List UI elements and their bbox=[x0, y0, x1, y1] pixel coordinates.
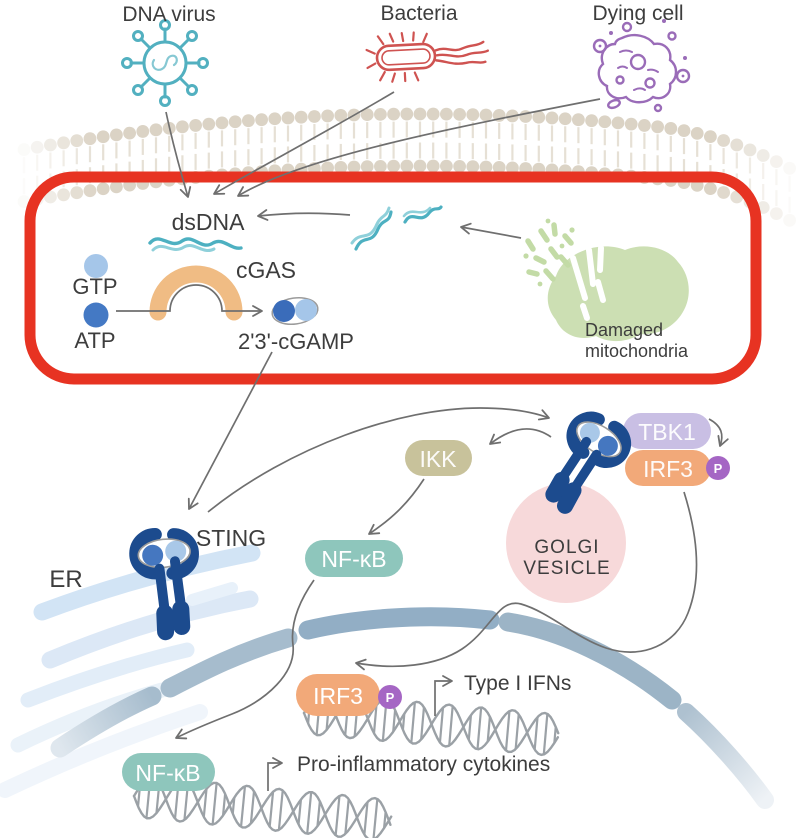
ikk-label: IKK bbox=[419, 446, 457, 472]
gtp-label: GTP bbox=[72, 274, 117, 299]
nfkb-box-cytoplasm bbox=[305, 540, 403, 577]
cgas-enzyme-arch bbox=[149, 265, 243, 321]
damaged-mitochondria-label-line2: mitochondria bbox=[585, 341, 689, 361]
type-i-ifns-label: Type I IFNs bbox=[464, 672, 571, 695]
dna-virus-label: DNA virus bbox=[122, 3, 215, 26]
nfkb-label-nucleus: NF-κB bbox=[135, 760, 200, 786]
irf3-box-nucleus bbox=[296, 674, 380, 716]
er-label: ER bbox=[49, 566, 82, 593]
phospho-badge-nucleus bbox=[378, 685, 402, 709]
dsdna-label: dsDNA bbox=[172, 209, 246, 235]
transcription-arrow-ifn bbox=[434, 675, 453, 716]
pro-inflammatory-label: Pro-inflammatory cytokines bbox=[297, 753, 550, 776]
bacteria-label: Bacteria bbox=[380, 2, 457, 25]
atp-label: ATP bbox=[74, 328, 115, 353]
phospho-label-nucleus: P bbox=[386, 690, 395, 705]
tbk1-label: TBK1 bbox=[638, 419, 696, 445]
arrow-bacteria-to-dsdna bbox=[213, 91, 395, 195]
golgi-vesicle-label-line2: VESICLE bbox=[523, 558, 610, 579]
irf3-label-golgi: IRF3 bbox=[643, 456, 693, 482]
damaged-mitochondria-label-line1: Damaged bbox=[585, 320, 663, 340]
tbk1-box bbox=[623, 413, 711, 449]
phospho-label-golgi: P bbox=[714, 461, 723, 476]
golgi-vesicle bbox=[506, 483, 626, 603]
bacteria-icon bbox=[365, 31, 489, 83]
cgas-label: cGAS bbox=[236, 257, 296, 283]
cgamp-label: 2'3'-cGAMP bbox=[238, 329, 354, 354]
nfkb-label-cytoplasm: NF-κB bbox=[321, 546, 386, 572]
nfkb-box-nucleus bbox=[122, 753, 215, 791]
er-membranes bbox=[0, 544, 261, 798]
arrow-cgamp-to-sting bbox=[187, 351, 273, 510]
arrow-virus-to-dsdna bbox=[165, 111, 192, 198]
damaged-mitochondria-icon bbox=[523, 218, 689, 342]
arrow-ikk-to-nfkb bbox=[368, 478, 425, 535]
dying-cell-icon bbox=[592, 19, 691, 113]
irf3-box-golgi bbox=[625, 450, 711, 486]
dsdna-fragment-icons bbox=[148, 205, 443, 252]
arrow-sting-er-to-golgi bbox=[207, 407, 550, 513]
arrow-sting-to-ikk bbox=[489, 428, 552, 445]
cgamp-molecule bbox=[271, 296, 319, 326]
cgas-highlight-box bbox=[24, 171, 762, 385]
transcription-arrow-cytokines bbox=[267, 757, 283, 791]
sting-label: STING bbox=[196, 525, 266, 551]
phospho-badge-golgi bbox=[706, 456, 730, 480]
arrow-mito-dna-to-dsdna bbox=[257, 209, 351, 221]
irf3-label-nucleus: IRF3 bbox=[313, 683, 363, 709]
arrow-irf3-to-nucleus bbox=[355, 491, 698, 671]
ikk-box bbox=[405, 440, 472, 476]
gtp-molecule bbox=[84, 254, 108, 278]
dna-virus-icon bbox=[121, 19, 209, 107]
atp-molecule bbox=[83, 302, 109, 328]
arrow-tbk1-to-phospho bbox=[708, 418, 729, 447]
dna-helix-cytokine-gene bbox=[132, 775, 393, 838]
arrow-atp-gtp-to-cgamp bbox=[116, 284, 263, 317]
arrow-nfkb-to-nucleus bbox=[175, 579, 315, 740]
dying-cell-label: Dying cell bbox=[592, 2, 683, 25]
cell-membrane bbox=[17, 107, 796, 227]
golgi-vesicle-label-line1: GOLGI bbox=[534, 537, 599, 558]
nuclear-envelope bbox=[50, 607, 774, 809]
arrow-dying-cell-to-dsdna bbox=[237, 98, 601, 197]
arrow-mitochondria-to-dna bbox=[460, 222, 522, 239]
